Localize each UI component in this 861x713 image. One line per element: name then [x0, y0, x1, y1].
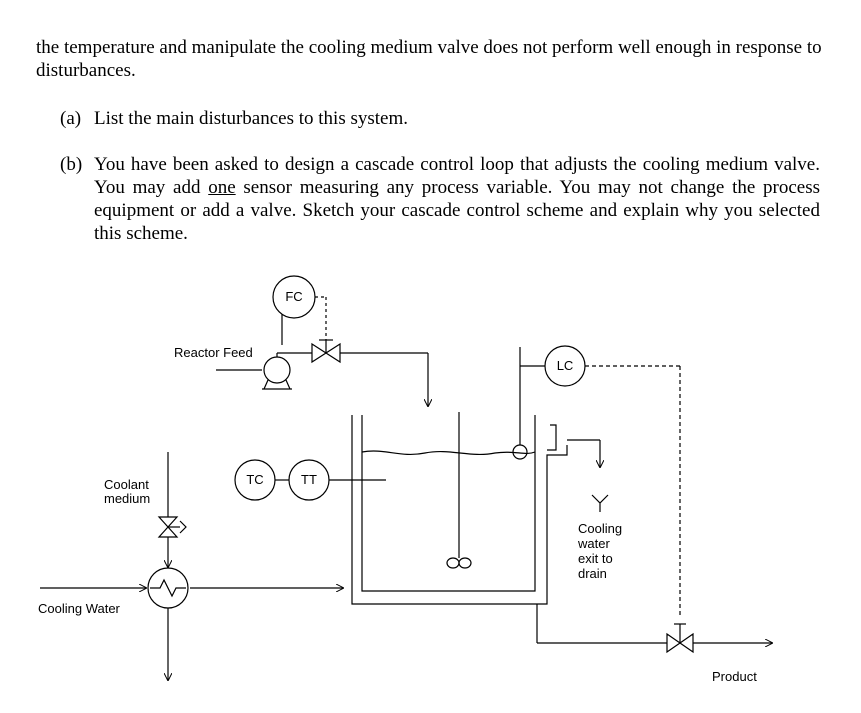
product-outlet — [536, 604, 772, 654]
feed-pump — [263, 356, 291, 384]
question-a: (a) List the main disturbances to this s… — [60, 107, 820, 130]
question-b: (b) You have been asked to design a casc… — [60, 153, 820, 245]
heat-exchanger-coil — [150, 578, 186, 598]
question-b-text-2: sensor measuring any process variable. Y… — [94, 177, 821, 244]
drain-symbol — [591, 494, 609, 512]
cw-exit-label-line1: Cooling — [578, 521, 622, 536]
cw-exit-label-line4: drain — [578, 566, 607, 581]
cooling-water-label: Cooling Water — [38, 601, 121, 616]
reactor-vessel — [351, 415, 568, 605]
tt-label: TT — [301, 472, 317, 487]
level-measurement — [512, 345, 681, 617]
agitator-blade-left — [446, 557, 460, 569]
feed-flow-control — [216, 275, 428, 406]
product-label: Product — [712, 669, 757, 684]
cw-exit-label-line2: water — [577, 536, 610, 551]
fc-label: FC — [285, 289, 302, 304]
question-b-label: (b) — [60, 154, 83, 175]
reactor-inner-wall — [361, 415, 536, 592]
question-b-text-underlined: one — [208, 177, 236, 198]
agitator — [446, 412, 472, 569]
coolant-label-line2: medium — [104, 491, 150, 506]
reactor-feed-label: Reactor Feed — [174, 345, 253, 360]
agitator-blade-right — [458, 557, 472, 569]
question-a-text: List the main disturbances to this syste… — [94, 108, 408, 129]
intro-paragraph: the temperature and manipulate the cooli… — [36, 37, 822, 81]
question-b-text: You have been asked to design a cascade … — [60, 153, 820, 245]
reactor-cooling-jacket — [351, 415, 568, 605]
coolant-valve-actuator — [179, 520, 187, 534]
coolant-system — [40, 452, 343, 680]
temperature-control — [234, 459, 386, 501]
question-b-text-1: You have been asked to design a cascade … — [94, 154, 820, 198]
lc-label: LC — [557, 358, 574, 373]
level-float — [512, 444, 528, 460]
cw-exit-label-line3: exit to — [578, 551, 613, 566]
cooling-water-exit — [567, 439, 609, 512]
coolant-label-line1: Coolant — [104, 477, 149, 492]
question-a-label: (a) — [60, 108, 82, 129]
liquid-surface — [361, 450, 536, 456]
jacket-outlet-nozzle — [547, 424, 557, 451]
tc-label: TC — [246, 472, 263, 487]
feed-pump-base — [262, 379, 292, 390]
